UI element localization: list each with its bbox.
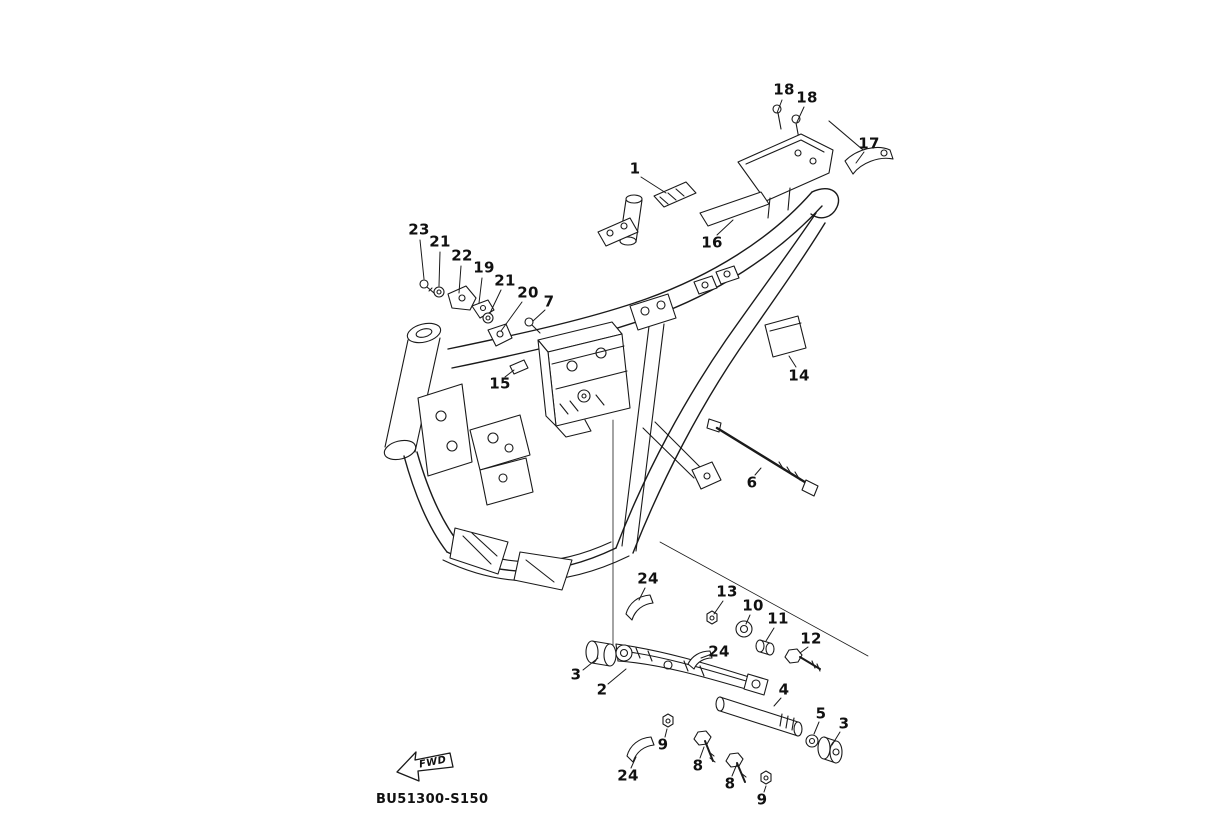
leader-lines xyxy=(419,99,865,793)
fwd-arrow-icon xyxy=(396,751,454,782)
engine-mount-assembly xyxy=(585,594,843,785)
part-callout-3-right: 3 xyxy=(838,714,850,733)
part-callout-9-right: 9 xyxy=(756,790,768,809)
part-14-pad xyxy=(764,315,807,358)
part-callout-11: 11 xyxy=(767,609,789,628)
part-callout-23: 23 xyxy=(408,220,430,239)
part-callout-17: 17 xyxy=(858,134,880,153)
part-callout-18-left: 18 xyxy=(773,80,795,99)
part-1-bracket xyxy=(653,181,697,208)
part-callout-19: 19 xyxy=(473,258,495,277)
part-6-bolt xyxy=(706,418,819,497)
steering-head xyxy=(383,322,473,477)
part-callout-8-right: 8 xyxy=(724,774,736,793)
part-callout-13: 13 xyxy=(716,582,738,601)
part-callout-8-left: 8 xyxy=(692,756,704,775)
part-callout-24-top: 24 xyxy=(637,569,659,588)
rear-crossmember xyxy=(737,104,894,219)
part-callout-7: 7 xyxy=(543,292,555,311)
part-callout-21-upper: 21 xyxy=(429,232,451,251)
part-callout-14: 14 xyxy=(788,366,810,385)
part-callout-15: 15 xyxy=(489,374,511,393)
part-callout-22: 22 xyxy=(451,246,473,265)
part-16-strip xyxy=(699,191,770,227)
part-callout-3-left: 3 xyxy=(570,665,582,684)
part-callout-20: 20 xyxy=(517,283,539,302)
part-callout-1: 1 xyxy=(629,159,641,178)
part-callout-6: 6 xyxy=(746,473,758,492)
frame-tubes xyxy=(403,188,869,657)
part-callout-10: 10 xyxy=(742,596,764,615)
part-callout-4: 4 xyxy=(778,680,790,699)
part-callout-5: 5 xyxy=(815,704,827,723)
part-callout-12: 12 xyxy=(800,629,822,648)
part-callout-21-lower: 21 xyxy=(494,271,516,290)
part-callout-2: 2 xyxy=(596,680,608,699)
small-parts-chain xyxy=(419,279,541,375)
part-callout-18-right: 18 xyxy=(796,88,818,107)
part-callout-16: 16 xyxy=(701,233,723,252)
part-callout-24-bottom: 24 xyxy=(617,766,639,785)
center-bracket xyxy=(537,194,740,438)
part-callout-24-middle: 24 xyxy=(708,642,730,661)
part-callout-9-left: 9 xyxy=(657,735,669,754)
diagram-code: BU51300-S150 xyxy=(376,792,489,807)
